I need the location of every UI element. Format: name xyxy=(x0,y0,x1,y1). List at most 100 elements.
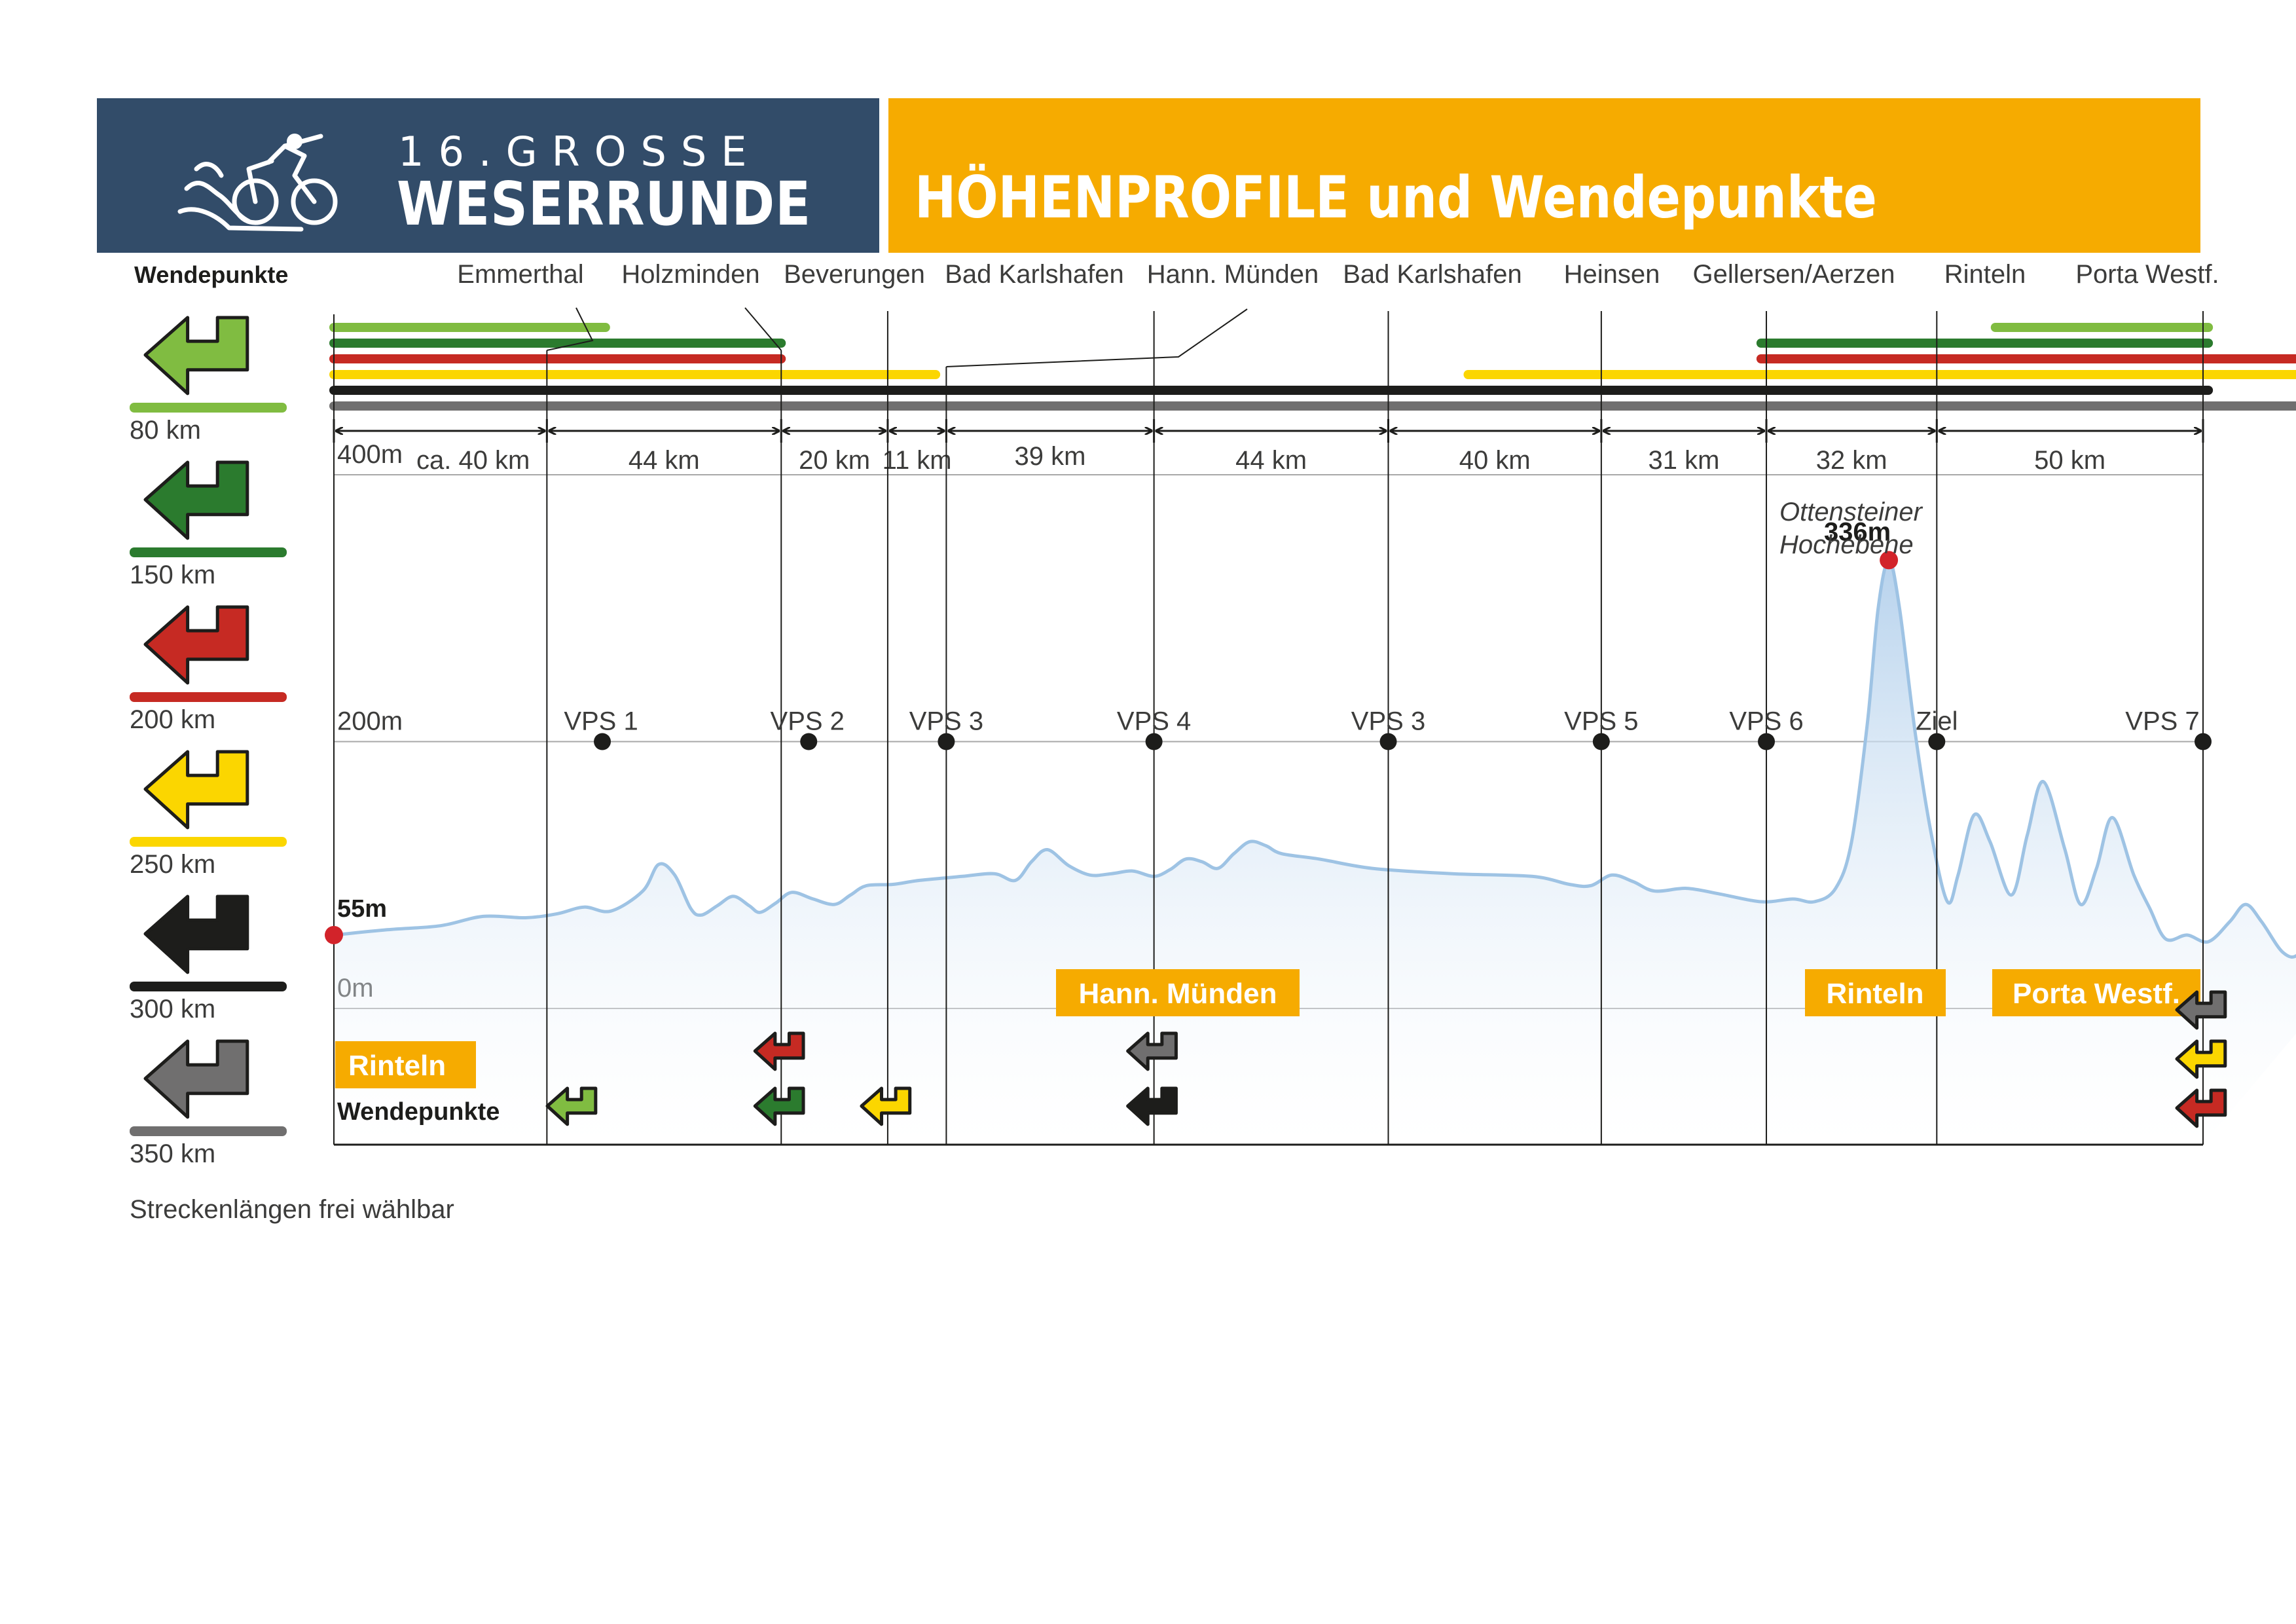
legend: Wendepunkte 80 km 150 km 200 km 250 km 300 km… xyxy=(130,261,454,1224)
place-label: Emmerthal xyxy=(457,260,583,289)
brand-name: WESERRUNDE xyxy=(397,169,811,239)
place-badge xyxy=(1805,969,1946,1016)
legend-label: 150 km xyxy=(130,561,215,589)
turn-arrow-icon xyxy=(753,1086,805,1126)
turn-arrow-icon xyxy=(753,1031,805,1071)
segment-length-label: 11 km xyxy=(883,446,952,475)
place-badge-label: Hann. Münden xyxy=(1078,978,1277,1010)
peak-elevation-label: 336m xyxy=(1824,517,1891,546)
checkpoint-label: VPS 6 xyxy=(1729,707,1803,736)
brand-header: 16.GROSSE WESERRUNDE xyxy=(97,98,879,253)
turn-arrow-icon xyxy=(2175,1039,2227,1079)
page-title: HÖHENPROFILE und Wendepunkte xyxy=(915,164,1877,231)
place-label: Holzminden xyxy=(621,260,759,289)
leader-line xyxy=(744,307,782,351)
checkpoint-label: VPS 5 xyxy=(1564,707,1638,736)
turn-arrow-icon xyxy=(143,895,249,974)
checkpoint-dot xyxy=(938,733,955,750)
place-label: Rinteln xyxy=(1944,260,2026,289)
peak-place-label: Hochebene xyxy=(1779,530,1914,559)
place-label: Gellersen/Aerzen xyxy=(1692,260,1895,289)
checkpoint-dot xyxy=(594,733,611,750)
checkpoint-dot xyxy=(2195,733,2212,750)
place-label: Bad Karlshafen xyxy=(945,260,1124,289)
place-badge-label: Rinteln xyxy=(348,1050,446,1082)
checkpoint-dot xyxy=(1928,733,1946,750)
turn-arrow-icon xyxy=(143,605,249,685)
segment-length-label: 32 km xyxy=(1816,446,1887,475)
segment-length-label: 44 km xyxy=(1235,446,1307,475)
turn-arrow-icon xyxy=(143,316,249,396)
checkpoint-label: VPS 7 xyxy=(2125,707,2199,736)
place-label: Porta Westf. xyxy=(2075,260,2219,289)
turn-arrow-icon xyxy=(143,750,249,830)
y-tick-label: 200m xyxy=(337,707,403,736)
legend-label: 350 km xyxy=(130,1139,215,1168)
checkpoint-label: Ziel xyxy=(1916,707,1958,736)
place-label: Beverungen xyxy=(784,260,925,289)
checkpoint-dot xyxy=(1758,733,1776,750)
leader-line xyxy=(946,308,1248,367)
legend-swatch xyxy=(130,692,287,702)
profile-line xyxy=(333,558,2296,959)
place-badge xyxy=(1992,969,2200,1016)
peak-place-label: Ottensteiner xyxy=(1779,498,1923,526)
checkpoint-dot xyxy=(800,733,818,750)
turn-arrow-icon xyxy=(545,1086,598,1126)
legend-label: 200 km xyxy=(130,705,215,734)
legend-swatch xyxy=(130,547,287,557)
turn-arrow-icon xyxy=(2175,990,2227,1030)
brand-edition: 16.GROSSE xyxy=(398,128,761,175)
legend-label: 250 km xyxy=(130,850,215,879)
place-badge xyxy=(335,1041,476,1088)
segment-length-label: 44 km xyxy=(629,446,700,475)
legend-swatch xyxy=(130,837,287,847)
segment-length-label: 40 km xyxy=(1459,446,1531,475)
route-bars xyxy=(329,323,2296,411)
turn-arrow-icon xyxy=(143,1039,249,1119)
segment-length-label: 20 km xyxy=(799,446,870,475)
checkpoint-dot xyxy=(1145,733,1163,750)
segment-dimensions: ca. 40 km 44 km 20 km 11 km 39 km 44 km 40 km 3… xyxy=(333,419,2204,475)
segment-length-label: 39 km xyxy=(1015,442,1086,471)
checkpoint-label: VPS 4 xyxy=(1117,707,1191,736)
start-elevation-label: 55m xyxy=(337,895,387,923)
checkpoint-dot xyxy=(1379,733,1397,750)
place-label: Bad Karlshafen xyxy=(1343,260,1522,289)
title-header: HÖHENPROFILE und Wendepunkte xyxy=(888,98,2200,253)
legend-label: 300 km xyxy=(130,995,215,1024)
legend-label: 80 km xyxy=(130,416,201,445)
place-label: Hann. Münden xyxy=(1147,260,1319,289)
peak-marker xyxy=(1880,551,1899,570)
place-badge xyxy=(1056,969,1300,1016)
segment-length-label: 50 km xyxy=(2034,446,2105,475)
legend-swatch xyxy=(130,982,287,991)
turn-arrow-icon xyxy=(860,1086,912,1126)
checkpoint-label: VPS 1 xyxy=(564,707,638,736)
checkpoint-label: VPS 3 xyxy=(909,707,983,736)
footnote: Streckenlängen frei wählbar xyxy=(130,1195,454,1224)
checkpoint-label: VPS 3 xyxy=(1351,707,1425,736)
checkpoint-dot xyxy=(1592,733,1610,750)
chart-labels: Emmerthal Holzminden Beverungen Bad Karlsha… xyxy=(325,260,2219,944)
turn-arrow-icon xyxy=(143,460,249,540)
profile-area xyxy=(334,560,2296,1145)
segment-length-label: 31 km xyxy=(1648,446,1719,475)
elevation-profile xyxy=(333,558,2296,1146)
leader-line xyxy=(547,307,594,351)
legend-swatch xyxy=(130,403,287,413)
turn-arrow-icon xyxy=(1126,1086,1178,1126)
runner-cyclist-logo-icon xyxy=(177,134,338,232)
place-badge-label: Rinteln xyxy=(1826,978,1923,1010)
legend-swatch xyxy=(130,1126,287,1136)
turn-arrow-icon xyxy=(2175,1088,2227,1128)
turn-arrow-icon xyxy=(1126,1031,1178,1071)
checkpoint-label: VPS 2 xyxy=(771,707,845,736)
legend-title: Wendepunkte xyxy=(134,261,288,288)
segment-length-label: ca. 40 km xyxy=(416,446,530,475)
place-badge-label: Porta Westf. xyxy=(2013,978,2180,1010)
turn-points-label: Wendepunkte xyxy=(337,1098,500,1126)
